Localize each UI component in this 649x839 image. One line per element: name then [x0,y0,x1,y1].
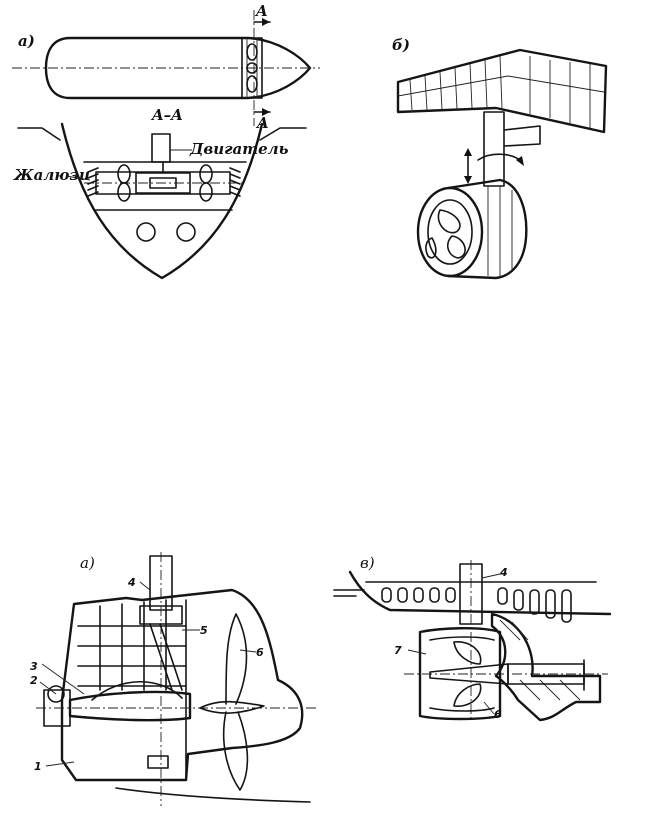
bottom-panel-a-label: а) [80,554,95,572]
bottom-panel-a: а) 4 5 [30,552,318,806]
louvres-left [87,167,99,197]
callout-a-1: 1 [34,760,42,773]
callout-b-7: 7 [394,644,402,657]
hull-plan-view: A A [12,2,320,132]
callout-a-4: 4 [127,576,136,589]
steerable-nozzle [416,178,528,280]
top-panel-a-label: а) [18,32,35,50]
top-panel-b: б) [392,36,608,280]
engine-label: Двигатель [189,140,289,158]
bottom-panel-b-label: в) [360,554,375,572]
callout-a-6: 6 [256,646,264,659]
hull-plate-hatching [409,55,591,128]
section-mark-top: A [254,2,268,20]
callout-a-3: 3 [30,660,38,673]
callout-b-6: 6 [494,708,502,721]
louvres-right [229,167,241,197]
top-panel-a: а) A A A–A [12,2,320,280]
frame-grid [77,599,187,781]
callout-b-4: 4 [499,566,508,579]
lightening-holes [381,587,572,623]
bottom-panel-b: в) 4 [333,554,612,722]
callout-a-2: 2 [30,674,38,687]
callout-a-5: 5 [200,624,208,637]
louvres-label: Жалюзи [13,166,90,184]
hull-cross-section: A–A Двигатель [13,106,307,280]
top-panel-b-label: б) [392,36,410,54]
section-title: A–A [150,106,183,124]
